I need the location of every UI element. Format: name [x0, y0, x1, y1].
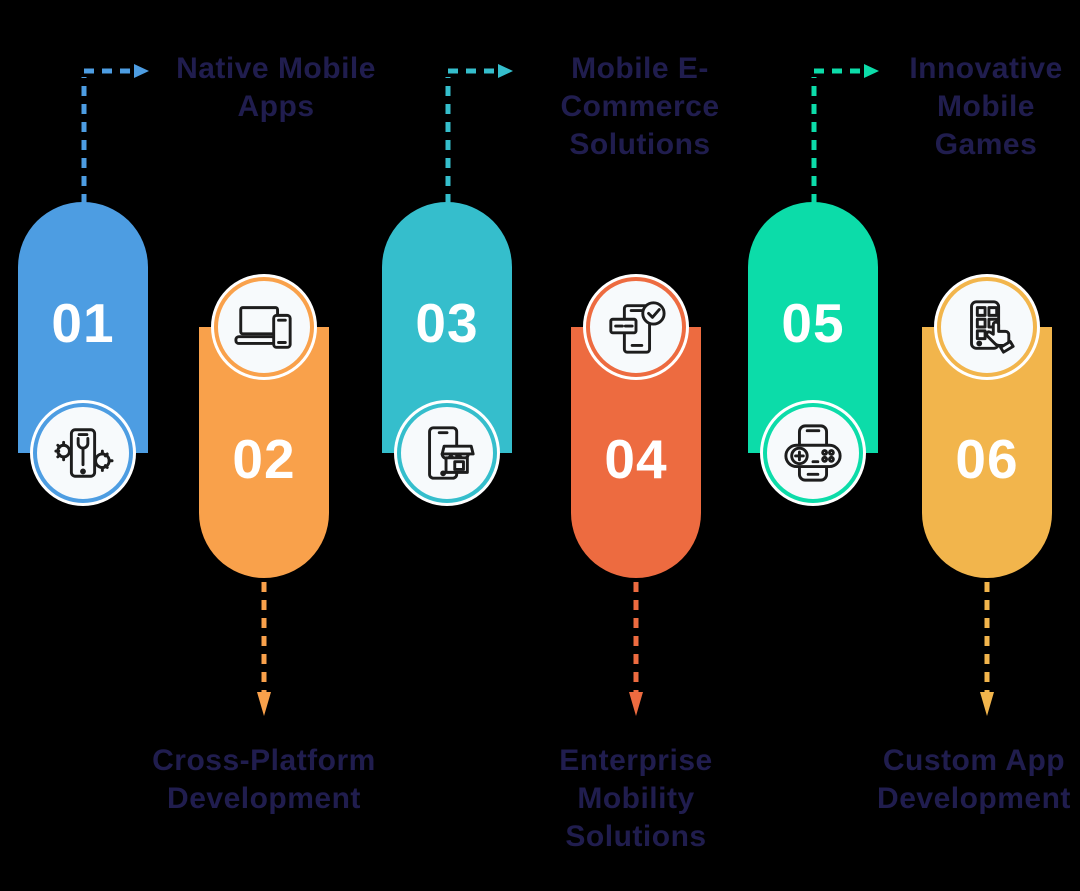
item-label: Custom App Development — [877, 744, 1071, 815]
item-label: Innovative Mobile Games — [909, 52, 1063, 161]
laptop-phone-icon — [214, 277, 314, 377]
connector-arrow-icon — [980, 582, 994, 716]
connector-arrow-icon — [81, 64, 149, 204]
connector-arrow-icon — [811, 64, 879, 204]
item-number: 04 — [604, 428, 668, 490]
item-label: Enterprise Mobility Solutions — [559, 744, 713, 853]
item-number: 05 — [781, 292, 845, 354]
item-label: Mobile E- Commerce Solutions — [560, 52, 720, 161]
item-label: Native Mobile Apps — [176, 52, 376, 123]
connector-arrow-icon — [257, 582, 271, 716]
phone-gamepad-icon — [763, 403, 863, 503]
item-number: 02 — [232, 428, 296, 490]
item-number: 06 — [955, 428, 1019, 490]
item-number: 01 — [51, 292, 115, 354]
item-number: 03 — [415, 292, 479, 354]
connector-arrow-icon — [629, 582, 643, 716]
phone-tap-icon — [937, 277, 1037, 377]
connector-arrow-icon — [445, 64, 513, 204]
phone-check-icon — [586, 277, 686, 377]
item-label: Cross-Platform Development — [152, 744, 376, 815]
phone-store-icon — [397, 403, 497, 503]
phone-wrench-icon — [33, 403, 133, 503]
